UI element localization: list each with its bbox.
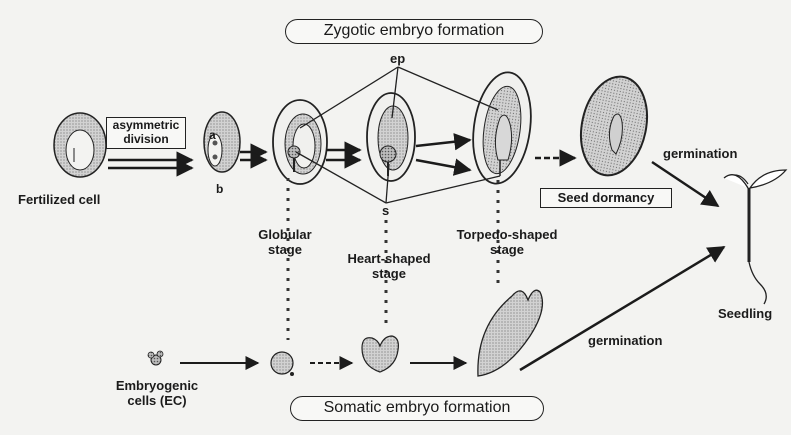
germination-bottom-label: germination	[588, 333, 662, 348]
ec-line1: Embryogenic	[112, 378, 202, 393]
globular-zygotic-embryo	[273, 100, 327, 184]
globular-line1: Globular	[249, 227, 321, 242]
torpedo-line1: Torpedo-shaped	[444, 227, 570, 242]
heart-line2: stage	[330, 266, 448, 281]
s-label: s	[382, 203, 389, 218]
asymmetric-line1: asymmetric	[107, 118, 185, 132]
ec-line2: cells (EC)	[112, 393, 202, 408]
seed-dormancy-box: Seed dormancy	[540, 188, 672, 208]
cell-b-label: b	[216, 182, 223, 197]
asymmetric-division-box: asymmetric division	[106, 117, 186, 149]
ep-label: ep	[390, 51, 405, 66]
zygotic-title: Zygotic embryo formation	[285, 19, 543, 44]
heart-somatic-embryo	[362, 336, 398, 372]
somatic-title: Somatic embryo formation	[290, 396, 544, 421]
globular-stage-label: Globular stage	[249, 227, 321, 257]
embryogenic-cells	[148, 351, 163, 365]
fertilized-cell-label: Fertilized cell	[18, 192, 100, 207]
globular-somatic-embryo	[271, 352, 294, 376]
dormant-seed	[572, 70, 655, 181]
germination-top-label: germination	[663, 146, 737, 161]
somatic-arrows	[180, 247, 724, 370]
heart-stage-label: Heart-shaped stage	[330, 251, 448, 281]
cell-a-label: a	[209, 128, 216, 143]
torpedo-zygotic-embryo	[466, 69, 537, 188]
seedling-label: Seedling	[718, 306, 772, 321]
torpedo-stage-label: Torpedo-shaped stage	[444, 227, 570, 257]
embryogenic-cells-label: Embryogenic cells (EC)	[112, 378, 202, 408]
heart-zygotic-embryo	[367, 93, 415, 181]
heart-line1: Heart-shaped	[330, 251, 448, 266]
seedling-plant	[724, 170, 786, 304]
fertilized-cell	[54, 113, 106, 177]
asymmetric-line2: division	[107, 132, 185, 146]
torpedo-line2: stage	[444, 242, 570, 257]
globular-line2: stage	[249, 242, 321, 257]
